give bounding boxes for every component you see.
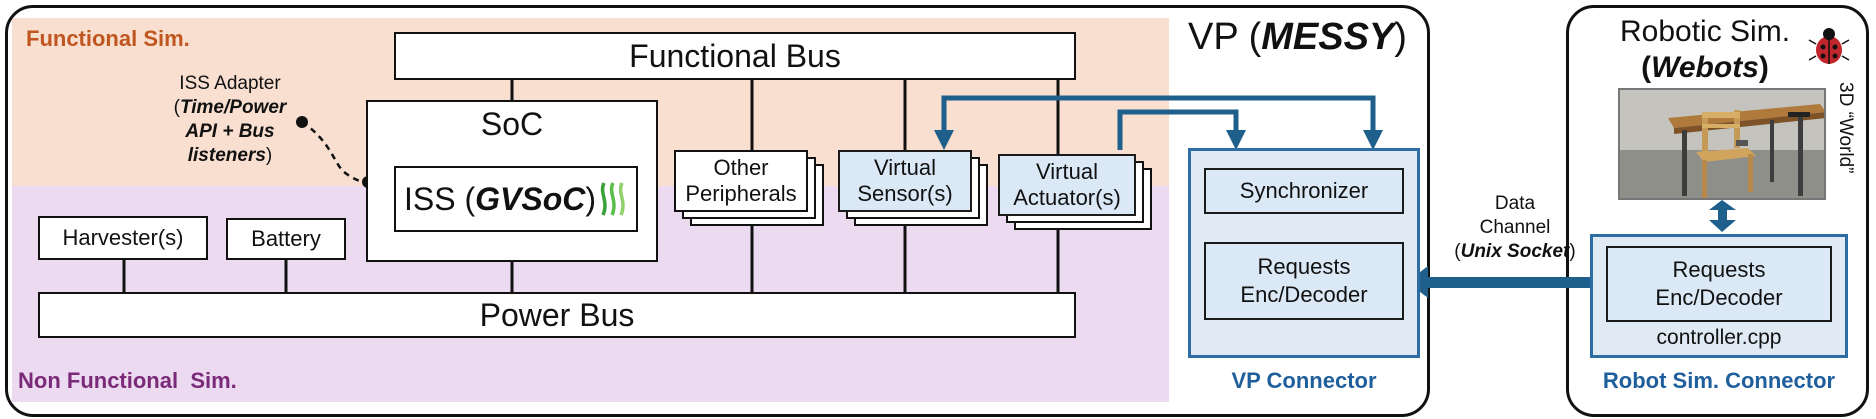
gvsoc-logo-icon: [600, 182, 625, 216]
battery-box: Battery: [226, 218, 346, 260]
world-label: 3D “World”: [1835, 82, 1856, 174]
other-peripherals-line1: Other: [713, 155, 769, 180]
connector-arrowhead-right: [1363, 130, 1383, 150]
non-functional-sim-label: Non Functional Sim.: [18, 368, 237, 393]
virtual-sensor-line1: Virtual: [874, 155, 936, 180]
robotic-sim-title-line1: Robotic Sim.: [1619, 15, 1791, 48]
robot-internal-arrow-down: [1709, 220, 1736, 232]
robot-requests-encdecoder-box: Requests Enc/Decoder: [1606, 246, 1832, 322]
iss-adapter-line3: API + Bus: [185, 121, 275, 142]
virtual-actuator-line1: Virtual: [1036, 159, 1098, 184]
virtual-sensor: Virtual Sensor(s): [838, 150, 972, 212]
vp-title: VP (MESSY): [1188, 16, 1407, 59]
iss-adapter-dot: [296, 116, 308, 128]
iss-adapter-annotation: ISS Adapter (Time/Power API + Bus listen…: [148, 72, 312, 168]
other-peripherals-line2: Peripherals: [685, 181, 797, 206]
soc-title: SoC: [480, 106, 544, 142]
robot-requests-line1: Requests: [1672, 257, 1766, 282]
virtual-actuator-line2: Actuator(s): [1013, 185, 1121, 210]
sensor-arrowhead: [934, 130, 954, 150]
functional-bus-label: Functional Bus: [629, 37, 841, 74]
harvester-box: Harvester(s): [38, 216, 208, 260]
vp-title-name: MESSY: [1261, 16, 1395, 58]
robot-sim-connector-label: Robot Sim. Connector: [1602, 368, 1836, 393]
synchronizer-box: Synchronizer: [1204, 168, 1404, 214]
vp-title-prefix: VP (: [1188, 16, 1262, 58]
battery-label: Battery: [251, 226, 321, 251]
robotic-sim-title-line2: (Webots): [1641, 51, 1769, 84]
iss-adapter-line1: ISS Adapter: [179, 73, 281, 94]
controller-cpp-label: controller.cpp: [1656, 326, 1782, 349]
iss-adapter-dashed-link: [301, 120, 369, 184]
functional-sim-label: Functional Sim.: [26, 26, 190, 51]
data-channel-label: Data Channel (Unix Socket): [1420, 192, 1610, 264]
sensor-connector-arrow-line: [941, 95, 1376, 132]
iss-adapter-line4: listeners): [187, 145, 273, 166]
data-channel-arrow-shaft: [1425, 277, 1606, 288]
other-peripherals: Other Peripherals: [674, 150, 808, 212]
robot-internal-arrow-up: [1709, 200, 1736, 210]
iss-suffix: ): [585, 180, 596, 217]
robotic-sim-frame: [1566, 5, 1869, 417]
robotic-sim-title: Robotic Sim. (Webots): [1600, 14, 1810, 86]
webots-scene-illustration: [1620, 90, 1824, 198]
power-bus-label: Power Bus: [479, 296, 635, 333]
connector-arrowhead-left: [1226, 130, 1246, 150]
synchronizer-label: Synchronizer: [1239, 178, 1369, 203]
harvester-label: Harvester(s): [62, 225, 184, 250]
gvsoc-name: GVSoC: [475, 180, 586, 217]
iss-prefix: ISS (: [403, 180, 476, 217]
vp-title-suffix: ): [1394, 16, 1407, 58]
robot-requests-line2: Enc/Decoder: [1655, 285, 1783, 310]
iss-adapter-line2: (Time/Power: [173, 97, 287, 118]
functional-bus: Functional Bus: [394, 32, 1076, 80]
actuator-connector-arrow-line: [1117, 109, 1239, 150]
soc-box: SoC ISS (GVSoC): [366, 100, 658, 262]
webots-3d-world-image: [1618, 88, 1826, 200]
iss-gvsoc-box: ISS (GVSoC): [394, 166, 638, 232]
webots-ladybug-icon: [1808, 28, 1850, 64]
virtual-sensor-line2: Sensor(s): [857, 181, 953, 206]
vp-connector-label: VP Connector: [1231, 368, 1377, 393]
data-channel-line3: (Unix Socket): [1454, 241, 1576, 262]
data-channel-line2: Channel: [1479, 217, 1551, 238]
vp-frame: [5, 5, 1430, 417]
vp-requests-encdecoder-box: Requests Enc/Decoder: [1204, 242, 1404, 320]
virtual-actuator: Virtual Actuator(s): [998, 154, 1136, 216]
robot-internal-arrow-shaft: [1718, 210, 1727, 220]
power-bus: Power Bus: [38, 292, 1076, 338]
data-channel-line1: Data: [1494, 193, 1536, 214]
vp-requests-line2: Enc/Decoder: [1240, 282, 1368, 307]
vp-requests-line1: Requests: [1257, 254, 1351, 279]
